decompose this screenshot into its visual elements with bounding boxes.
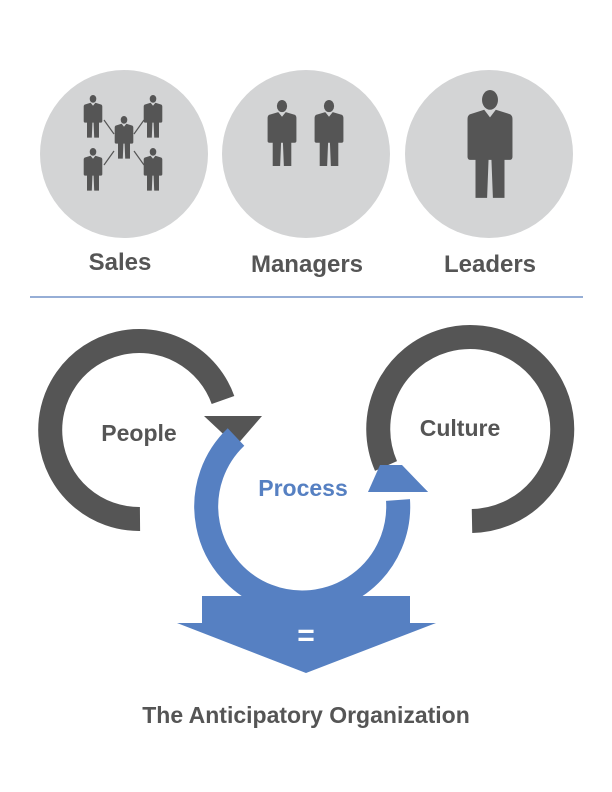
- sales-circle: [40, 70, 208, 238]
- cycle-label-people: People: [101, 420, 176, 446]
- result-down-arrow: =: [177, 596, 436, 673]
- process-arc: [194, 428, 411, 615]
- people-arc-arrow: [38, 329, 262, 532]
- result-title: The Anticipatory Organization: [142, 702, 470, 728]
- group-label-sales: Sales: [89, 249, 152, 276]
- cycle-label-culture: Culture: [420, 415, 501, 441]
- equals-symbol: =: [297, 619, 315, 652]
- culture-arc-arrow: [366, 325, 575, 533]
- people-arc: [38, 329, 235, 532]
- group-label-managers: Managers: [251, 251, 363, 278]
- down-arrow-head: [177, 623, 436, 673]
- process-arrowhead-overlay: [368, 465, 428, 492]
- sales-circle-bg: [40, 70, 208, 238]
- group-label-leaders: Leaders: [444, 251, 536, 278]
- managers-circle: [222, 70, 390, 238]
- people-arrowhead: [204, 416, 262, 446]
- culture-arc: [366, 325, 575, 533]
- managers-circle-bg: [222, 70, 390, 238]
- leaders-circle: [405, 70, 573, 238]
- network-people-icon: [83, 95, 163, 191]
- down-arrow-shaft: [202, 596, 410, 624]
- cycle-label-process: Process: [258, 475, 348, 501]
